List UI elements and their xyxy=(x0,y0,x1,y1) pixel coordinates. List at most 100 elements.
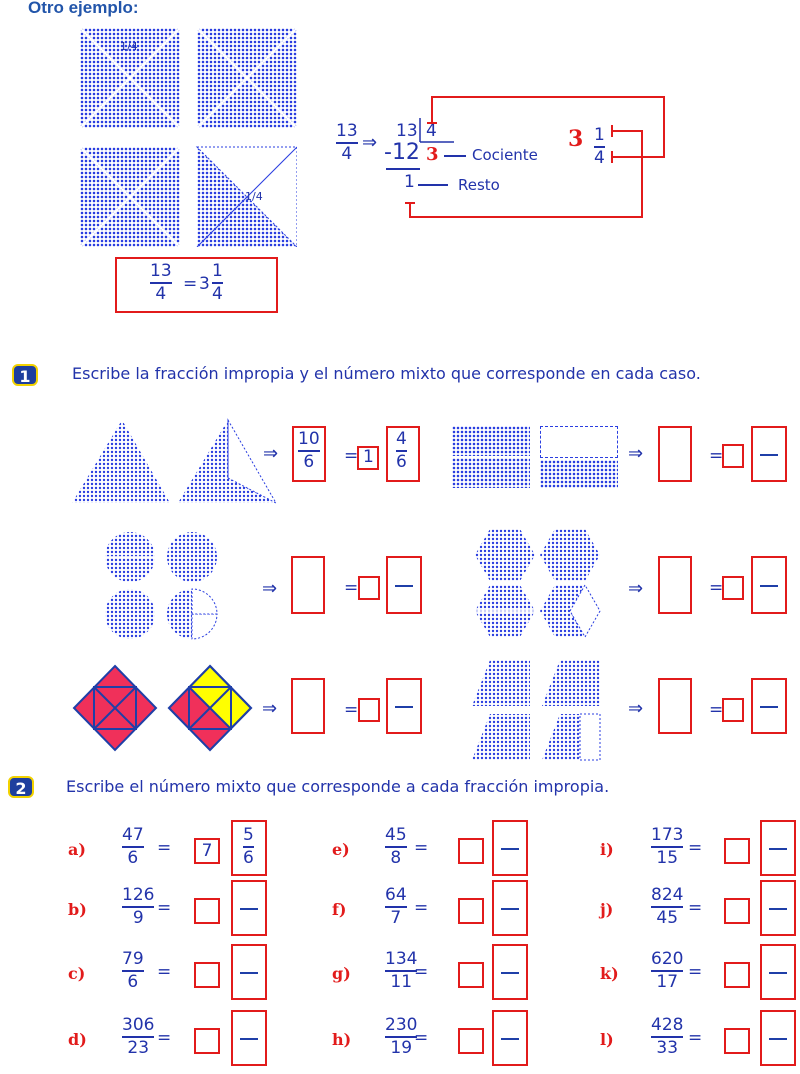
numerator: 13 xyxy=(336,121,358,141)
whole-number-box[interactable] xyxy=(722,576,744,600)
denominator: 33 xyxy=(656,1037,679,1058)
denominator: 15 xyxy=(656,847,679,868)
mixed-fraction-box[interactable] xyxy=(386,556,422,614)
denominator: 19 xyxy=(390,1037,413,1058)
mixed-fraction-box[interactable] xyxy=(760,944,796,1000)
numerator: 47 xyxy=(122,825,144,845)
denominator: 6 xyxy=(127,847,139,868)
mixed-fraction-box[interactable] xyxy=(231,1010,267,1066)
mixed-fraction-box[interactable] xyxy=(760,880,796,936)
resto-label: Resto xyxy=(458,176,500,194)
whole-number-box[interactable] xyxy=(458,838,484,864)
whole-number-box[interactable] xyxy=(724,898,750,924)
whole-number-box[interactable] xyxy=(357,446,379,470)
equals-sign: = xyxy=(414,1028,429,1048)
whole-number-box[interactable] xyxy=(194,1028,220,1054)
item-label: h) xyxy=(332,1030,352,1049)
mixed-fraction-box[interactable] xyxy=(751,426,787,482)
denominator: 17 xyxy=(656,971,679,992)
mixed-fraction-box[interactable] xyxy=(492,1010,528,1066)
leader-line xyxy=(444,155,466,157)
whole-number-box[interactable] xyxy=(724,962,750,988)
numerator: 5 xyxy=(243,825,254,845)
whole-number-box[interactable] xyxy=(458,1028,484,1054)
numerator: 45 xyxy=(385,825,407,845)
subtraction-line xyxy=(386,168,420,170)
whole-number-box[interactable] xyxy=(194,898,220,924)
mixed-fraction-box[interactable] xyxy=(386,678,422,734)
mixed-fraction-box[interactable] xyxy=(231,944,267,1000)
denominator: 6 xyxy=(243,847,254,868)
mixed-fraction-box[interactable] xyxy=(751,556,787,614)
numerator: 1 xyxy=(594,125,605,145)
improper-fraction-box[interactable] xyxy=(658,426,692,482)
whole-number-box[interactable] xyxy=(722,698,744,722)
improper-fraction-box[interactable] xyxy=(291,678,325,734)
numerator: 306 xyxy=(122,1015,155,1035)
exercise-number-badge: 1 xyxy=(12,364,38,386)
denominator: 6 xyxy=(396,451,407,472)
denominator: 11 xyxy=(390,971,413,992)
numerator: 126 xyxy=(122,885,155,905)
denominator: 6 xyxy=(303,451,315,472)
mixed-fraction-box[interactable] xyxy=(751,678,787,734)
subtract-value: -12 xyxy=(384,140,420,165)
equals-sign: = xyxy=(157,838,172,858)
mixed-fraction-box[interactable] xyxy=(760,820,796,876)
item-label: g) xyxy=(332,964,351,983)
item-label: a) xyxy=(68,840,86,859)
equals-sign: = xyxy=(344,578,359,598)
dividend: 13 xyxy=(396,121,418,141)
mixed-fraction-box[interactable] xyxy=(231,880,267,936)
whole-number-box[interactable] xyxy=(358,576,380,600)
whole-number-box[interactable] xyxy=(458,962,484,988)
equals-sign: = xyxy=(688,1028,703,1048)
denominator: 4 xyxy=(594,147,605,168)
whole-number-box[interactable] xyxy=(724,1028,750,1054)
improper-fraction-box[interactable] xyxy=(292,426,326,482)
rectangle-empty-half xyxy=(540,426,618,458)
whole-number-box[interactable] xyxy=(724,838,750,864)
improper-fraction-box[interactable] xyxy=(658,556,692,614)
equals-sign: = xyxy=(344,700,359,720)
numerator: 13 xyxy=(150,261,172,281)
whole-number-box[interactable]: 7 xyxy=(194,838,220,864)
diamond-shapes xyxy=(72,664,253,752)
mixed-fraction-box[interactable] xyxy=(492,820,528,876)
mixed-fraction-box[interactable] xyxy=(492,880,528,936)
whole-number-box[interactable] xyxy=(194,962,220,988)
denominator: 6 xyxy=(127,971,139,992)
equals-sign: = xyxy=(709,700,724,720)
equals-sign: = xyxy=(414,898,429,918)
whole-number-box[interactable] xyxy=(722,444,744,468)
mixed-fraction-box[interactable] xyxy=(760,1010,796,1066)
item-label: d) xyxy=(68,1030,87,1049)
mixed-fraction-box[interactable] xyxy=(386,426,420,482)
exercise-instruction: Escribe el número mixto que corresponde … xyxy=(66,777,610,796)
square-dividers xyxy=(80,28,297,247)
improper-fraction-box[interactable] xyxy=(291,556,325,614)
whole-answer: 7 xyxy=(201,841,213,861)
improper-fraction-box[interactable] xyxy=(658,678,692,734)
numerator: 64 xyxy=(385,885,407,905)
mixed-fraction-box[interactable] xyxy=(492,944,528,1000)
whole-number-box[interactable] xyxy=(358,698,380,722)
implies-arrow: ⇒ xyxy=(262,698,278,719)
whole-number-box[interactable] xyxy=(458,898,484,924)
denominator: 4 xyxy=(155,283,167,304)
